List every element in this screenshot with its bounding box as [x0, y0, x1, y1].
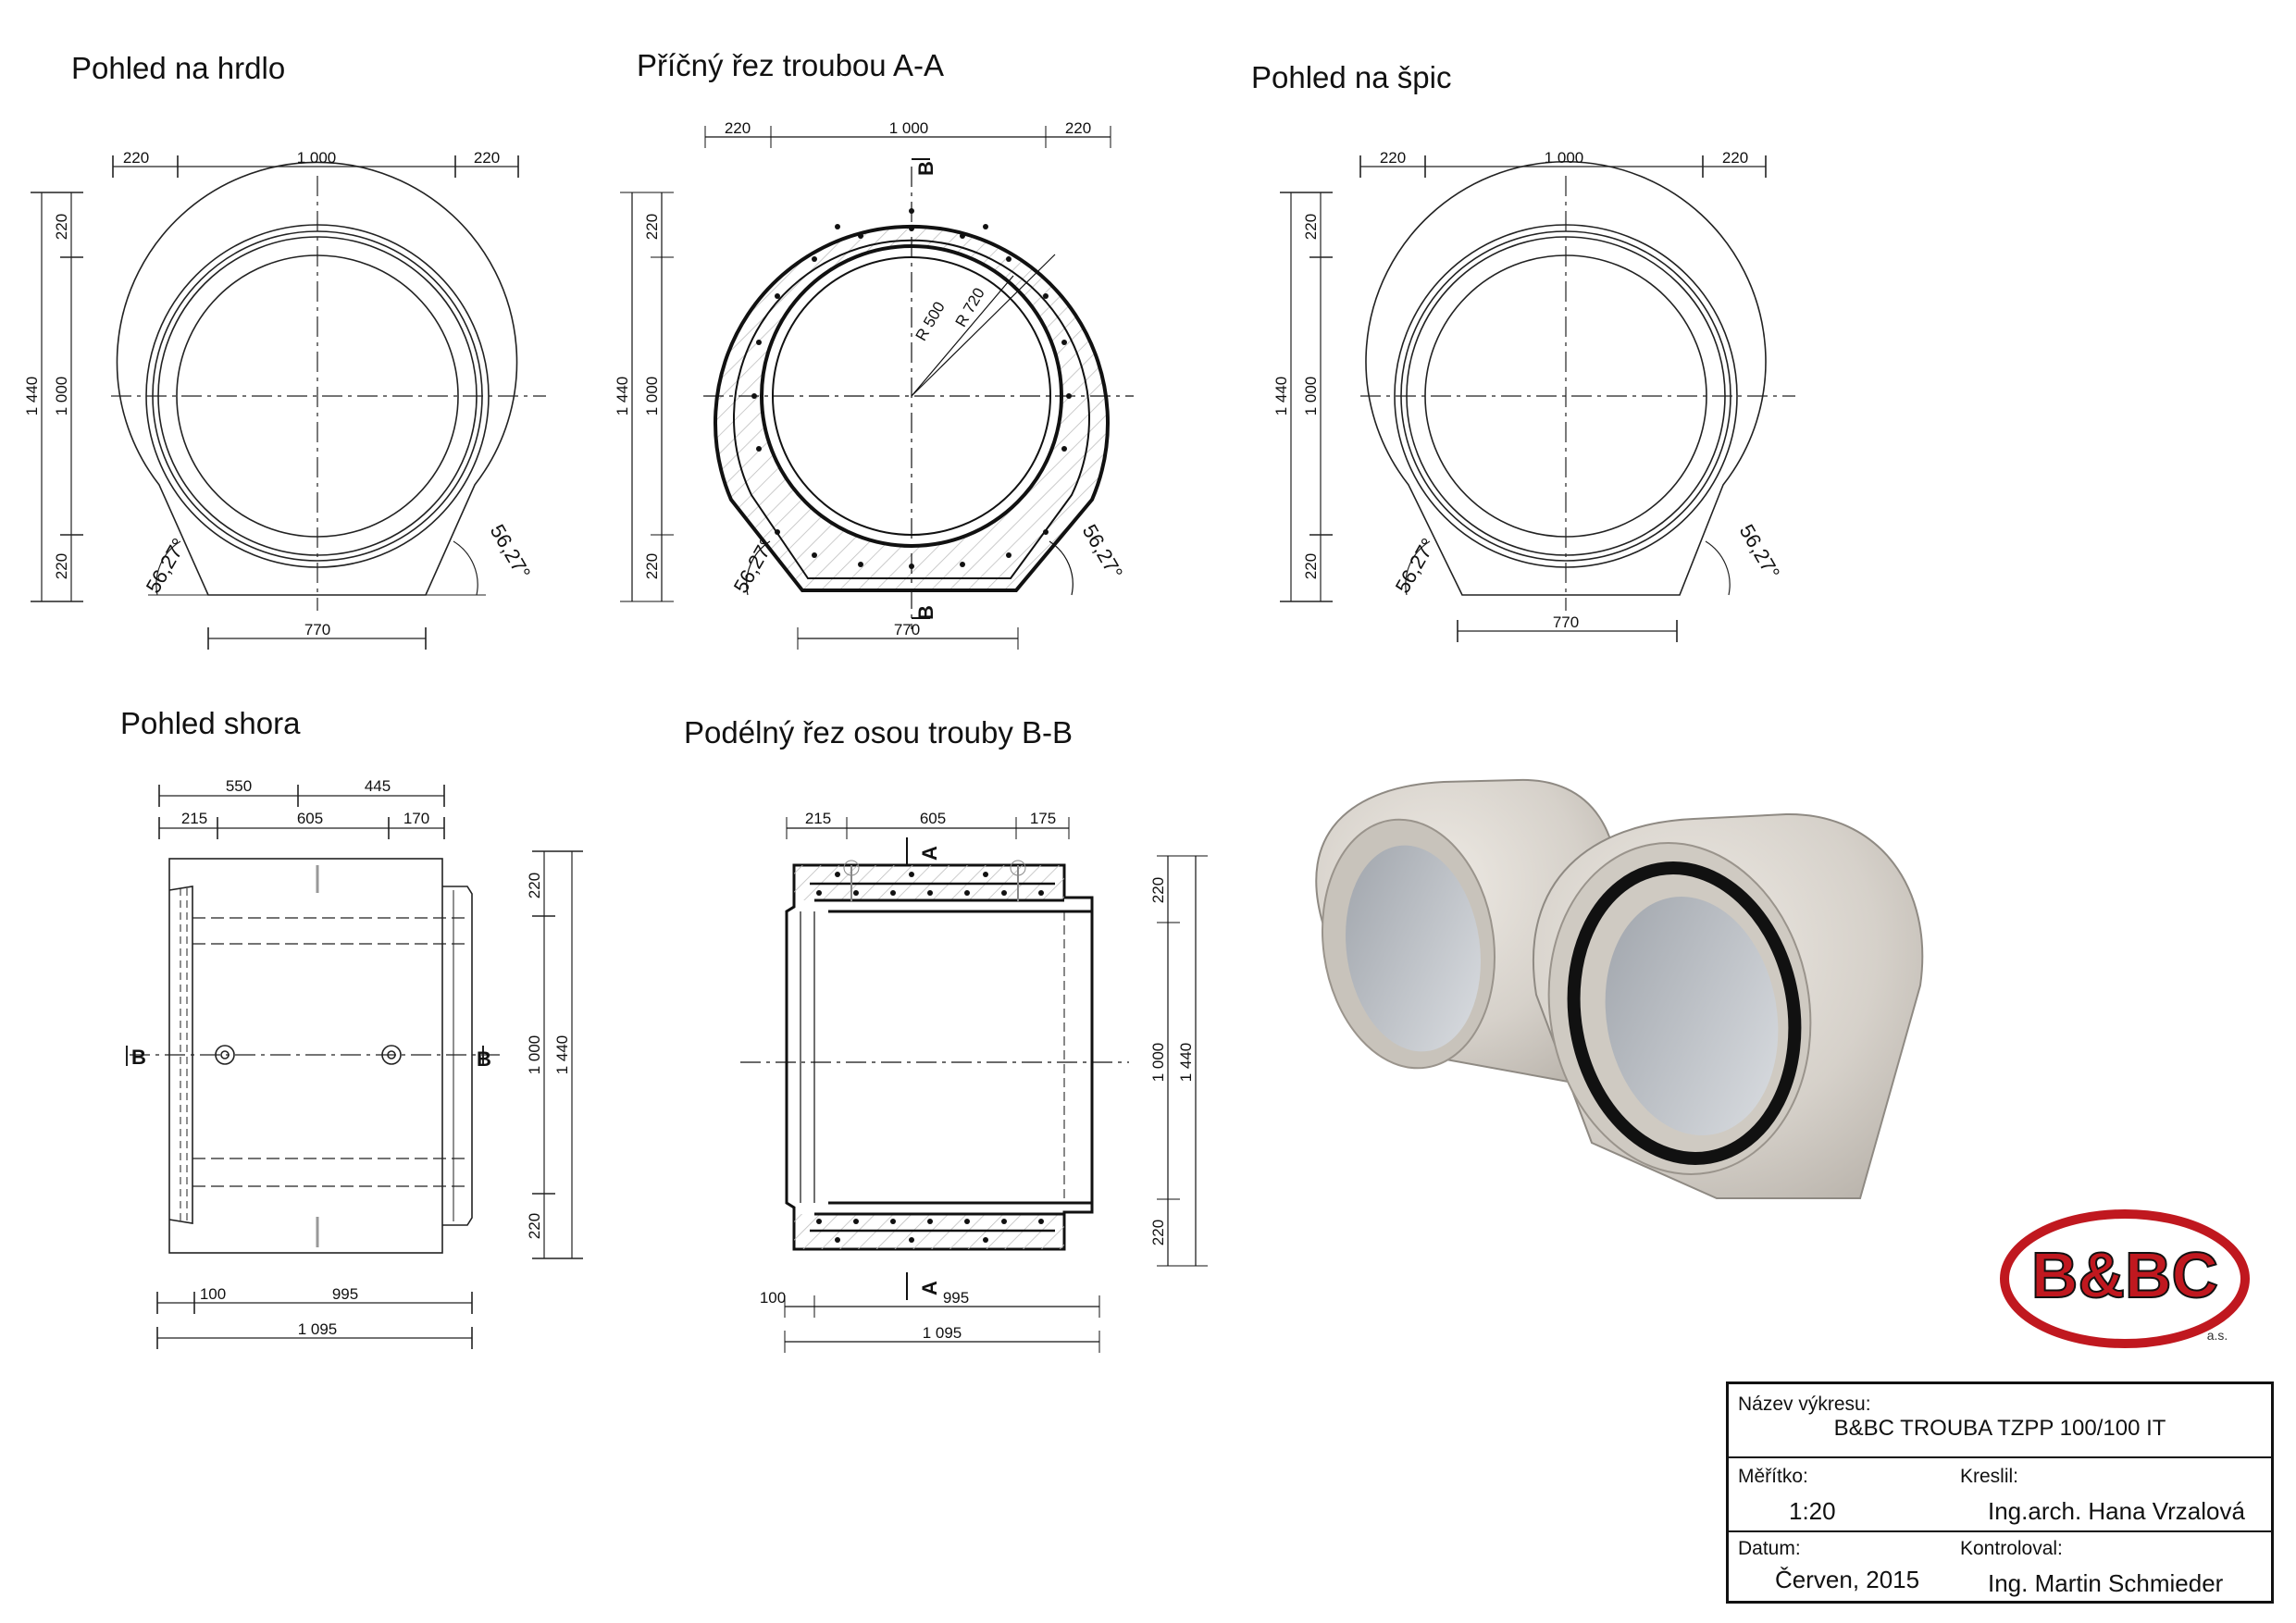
dim-1000: 1 000: [297, 149, 337, 167]
section-mark-b-right: B: [477, 1047, 491, 1071]
dim-1440: 1 440: [614, 377, 631, 416]
title-section-aa: Příčný řez troubou A-A: [637, 48, 944, 82]
dim-1000: 1 000: [1545, 149, 1584, 167]
dim-220-top: 220: [53, 214, 70, 240]
date-value: Červen, 2015: [1775, 1566, 1920, 1593]
dim-220-top: 220: [1302, 214, 1320, 240]
dim-605: 605: [297, 810, 323, 827]
title-front-spigot: Pohled na špic: [1251, 60, 1452, 94]
dim-770: 770: [1553, 613, 1579, 631]
drawn-by: Ing.arch. Hana Vrzalová: [1988, 1497, 2245, 1525]
dim-220-left: 220: [725, 119, 751, 137]
section-mark-b-bottom: B: [914, 605, 937, 620]
divider: [1729, 1530, 2271, 1532]
dim-1095: 1 095: [923, 1324, 962, 1342]
view-top: [126, 785, 583, 1349]
scale-value: 1:20: [1789, 1497, 1836, 1525]
dim-1000-v: 1 000: [53, 377, 70, 416]
dim-220-right: 220: [474, 149, 500, 167]
dim-175: 175: [1030, 810, 1056, 827]
dim-770: 770: [894, 621, 920, 638]
dim-215: 215: [805, 810, 831, 827]
logo-graphic: B&BC a.s.: [2000, 1209, 2250, 1348]
dim-220-bottom: 220: [643, 553, 661, 579]
drawing-name-label: Název výkresu:: [1738, 1394, 1871, 1415]
view-top-labels: 550 445 215 605 170 1 000 1 440 220 220 …: [131, 777, 571, 1338]
section-mark-a-bottom: A: [918, 1281, 941, 1295]
dim-1440: 1 440: [1177, 1043, 1195, 1083]
view-section-bb-labels: 215 605 175 1 000 1 440 220 220 100 995 …: [760, 810, 1195, 1342]
dim-100: 100: [760, 1289, 786, 1307]
dim-220-bottom: 220: [53, 553, 70, 579]
dim-1000-v: 1 000: [1302, 377, 1320, 416]
dim-100: 100: [200, 1285, 226, 1303]
dim-550: 550: [226, 777, 252, 795]
company-logo: B&BC a.s.: [1986, 1194, 2264, 1365]
drawing-name: B&BC TROUBA TZPP 100/100 IT: [1833, 1416, 2166, 1441]
view-section-aa: [620, 126, 1134, 650]
dim-995: 995: [332, 1285, 358, 1303]
checked-label: Kontroloval:: [1960, 1538, 2063, 1559]
dim-220-top: 220: [643, 214, 661, 240]
logo-sub: a.s.: [2207, 1328, 2228, 1343]
drawn-label: Kreslil:: [1960, 1466, 2019, 1487]
dim-605: 605: [920, 810, 946, 827]
section-mark-b-top: B: [914, 161, 937, 176]
logo-text: B&BC: [2031, 1239, 2218, 1311]
angle-right: 56,27°: [1735, 520, 1785, 583]
dim-220-top: 220: [1149, 877, 1167, 903]
dim-1000-v: 1 000: [1149, 1043, 1167, 1083]
title-block: Název výkresu: B&BC TROUBA TZPP 100/100 …: [1726, 1381, 2274, 1604]
pipe-3d-render: [1315, 778, 1924, 1199]
view-front-spigot: [1280, 155, 1795, 642]
date-label: Datum:: [1738, 1538, 1801, 1559]
dim-220-right: 220: [1722, 149, 1748, 167]
section-mark-a-top: A: [918, 846, 941, 861]
checked-by: Ing. Martin Schmieder: [1988, 1569, 2224, 1597]
dim-995: 995: [943, 1289, 969, 1307]
dim-1000: 1 000: [889, 119, 929, 137]
angle-left: 56,27°: [142, 534, 192, 597]
dim-220-top: 220: [526, 873, 543, 898]
dim-220-bottom: 220: [1149, 1220, 1167, 1245]
dim-1000-v: 1 000: [643, 377, 661, 416]
dim-220-left: 220: [123, 149, 149, 167]
scale-label: Měřítko:: [1738, 1466, 1808, 1487]
dim-220-right: 220: [1065, 119, 1091, 137]
dim-1000-v: 1 000: [526, 1035, 543, 1075]
title-front-socket: Pohled na hrdlo: [71, 51, 286, 85]
angle-left: 56,27°: [729, 534, 779, 597]
view-section-bb-rebar: [816, 872, 1044, 1243]
title-section-bb: Podélný řez osou trouby B-B: [684, 715, 1074, 750]
dim-220-left: 220: [1380, 149, 1406, 167]
divider: [1729, 1456, 2271, 1458]
dim-1440: 1 440: [1272, 377, 1290, 416]
dim-770: 770: [304, 621, 330, 638]
angle-left: 56,27°: [1391, 534, 1441, 597]
view-section-aa-rebar: [751, 208, 1072, 569]
view-section-bb: [740, 817, 1208, 1353]
title-top-view: Pohled shora: [120, 706, 301, 740]
angle-right: 56,27°: [1078, 520, 1128, 583]
view-front-socket: [31, 155, 546, 650]
dim-1440: 1 440: [553, 1035, 571, 1075]
dim-1095: 1 095: [298, 1320, 338, 1338]
section-mark-b-left: B: [131, 1046, 146, 1069]
angle-right: 56,27°: [486, 520, 536, 583]
dim-220-bottom: 220: [1302, 553, 1320, 579]
dim-1440: 1 440: [23, 377, 41, 416]
dim-170: 170: [403, 810, 429, 827]
dim-215: 215: [181, 810, 207, 827]
dim-445: 445: [365, 777, 391, 795]
dim-220-bottom: 220: [526, 1213, 543, 1239]
